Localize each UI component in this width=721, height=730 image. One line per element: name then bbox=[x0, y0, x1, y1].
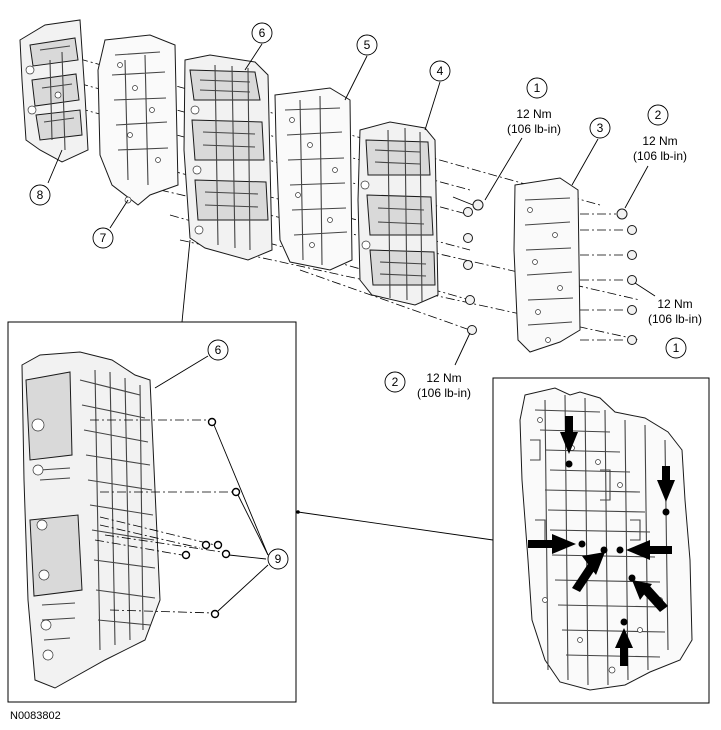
torque-1-top-lbin: (106 lb-in) bbox=[507, 122, 561, 136]
callout-8-label: 8 bbox=[37, 188, 44, 202]
arrow-right-left bbox=[528, 534, 576, 554]
callout-3-label: 3 bbox=[597, 121, 604, 135]
callout-5: 5 bbox=[344, 34, 378, 101]
check-ball bbox=[221, 549, 231, 559]
callout-3: 3 bbox=[571, 117, 611, 186]
arrow-up-diag bbox=[572, 552, 605, 592]
part-7-separator-plate bbox=[97, 34, 179, 206]
arrow-down-right bbox=[657, 466, 675, 502]
check-ball bbox=[210, 609, 220, 619]
part-3-cover-plate bbox=[513, 177, 581, 353]
callout-1-top-label: 1 bbox=[534, 81, 541, 95]
callout-2-bottom-label: 2 bbox=[392, 375, 399, 389]
torque-2-top-nm: 12 Nm bbox=[642, 134, 677, 148]
arrow-down-diag bbox=[632, 580, 668, 612]
callout-6-detail-label: 6 bbox=[215, 343, 222, 357]
callout-1-bottom-label: 1 bbox=[673, 341, 680, 355]
arrow-up-bottom bbox=[615, 628, 633, 666]
check-ball bbox=[181, 550, 191, 560]
callout-6-top: 6 bbox=[244, 22, 273, 71]
callout-1-top: 1 12 Nm (106 lb-in) bbox=[484, 77, 561, 201]
bolts-right bbox=[580, 208, 637, 345]
part-4-lower-valve-body bbox=[357, 121, 439, 306]
callout-5-label: 5 bbox=[364, 38, 371, 52]
callout-7-label: 7 bbox=[100, 231, 107, 245]
check-ball bbox=[207, 417, 217, 427]
arrow-left-right bbox=[626, 540, 672, 560]
callout-7: 7 bbox=[92, 199, 129, 249]
torque-1-bottom-nm: 12 Nm bbox=[657, 297, 692, 311]
check-ball bbox=[201, 540, 211, 550]
torque-2-bottom-lbin: (106 lb-in) bbox=[417, 386, 471, 400]
callout-4-label: 4 bbox=[437, 64, 444, 78]
arrow-down-top bbox=[560, 416, 578, 454]
part-6-main-valve-body bbox=[183, 54, 273, 261]
part-8-upper-valve-body bbox=[19, 19, 89, 163]
check-ball bbox=[213, 540, 223, 550]
part-5-separator-plate bbox=[274, 87, 353, 271]
callout-6-top-label: 6 bbox=[259, 26, 266, 40]
callout-9-label: 9 bbox=[275, 552, 282, 566]
detail-box-left: 6 9 bbox=[7, 321, 297, 703]
callout-2-bottom: 2 12 Nm (106 lb-in) bbox=[384, 332, 471, 400]
detail-box-right bbox=[492, 377, 710, 704]
callout-8: 8 bbox=[29, 149, 63, 206]
torque-2-top-lbin: (106 lb-in) bbox=[633, 149, 687, 163]
torque-2-bottom-nm: 12 Nm bbox=[426, 371, 461, 385]
callout-4: 4 bbox=[424, 60, 451, 131]
callout-1-bottom: 12 Nm (106 lb-in) 1 bbox=[634, 282, 702, 359]
check-ball bbox=[231, 487, 241, 497]
callout-2-top-label: 2 bbox=[655, 108, 662, 122]
bolts-center bbox=[452, 196, 484, 335]
torque-1-top-nm: 12 Nm bbox=[516, 107, 551, 121]
figure-code: N0083802 bbox=[10, 710, 61, 722]
callout-2-top: 2 12 Nm (106 lb-in) bbox=[624, 104, 687, 209]
detail-connector bbox=[297, 511, 494, 541]
detail-leader-top bbox=[181, 239, 191, 323]
torque-1-bottom-lbin: (106 lb-in) bbox=[648, 312, 702, 326]
